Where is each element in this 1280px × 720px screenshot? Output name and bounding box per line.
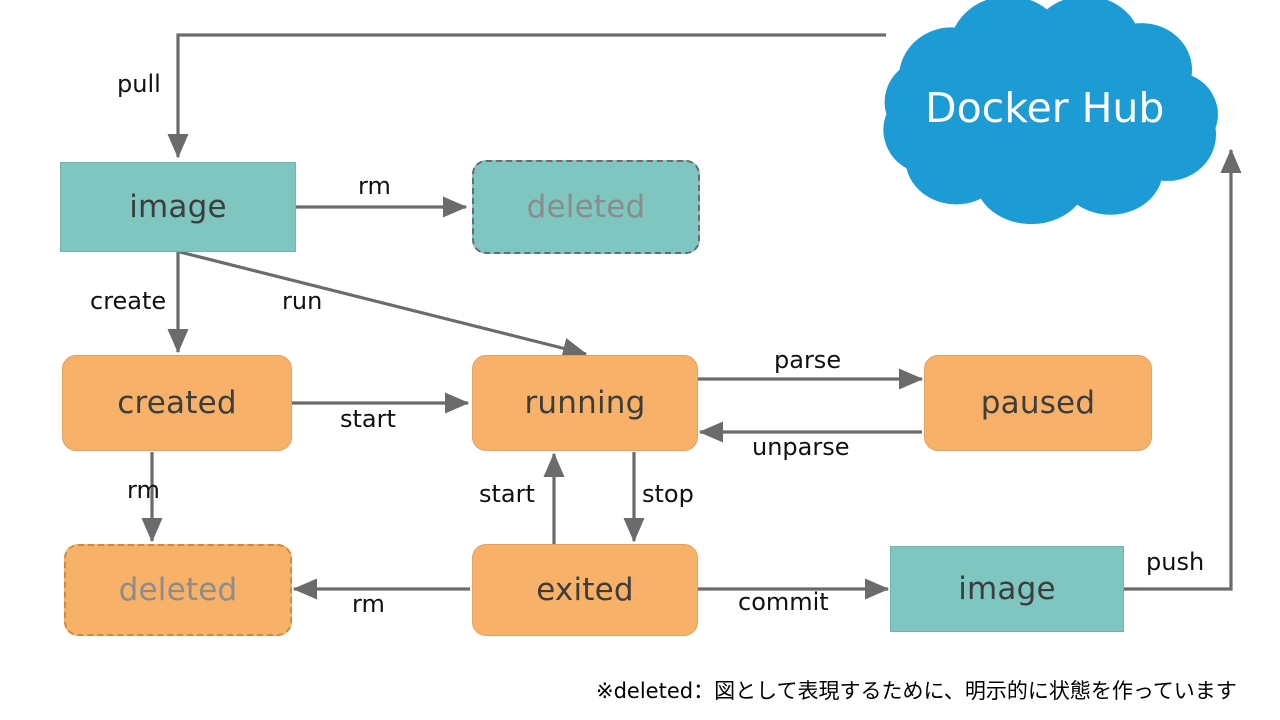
docker-hub-cloud-shape [883, 0, 1218, 225]
edge-label-push: push [1146, 548, 1205, 576]
node-paused-label: paused [980, 385, 1096, 421]
footnote-text: ※deleted：図として表現するために、明示的に状態を作っています [596, 679, 1237, 703]
node-running[interactable]: running [472, 355, 698, 451]
node-deleted-top-label: deleted [526, 189, 646, 225]
node-created[interactable]: created [62, 355, 292, 451]
edge-label-rm-image: rm [358, 172, 391, 200]
node-deleted-bottom-label: deleted [118, 572, 238, 608]
edge-label-commit: commit [738, 588, 829, 616]
node-paused[interactable]: paused [924, 355, 1152, 451]
node-image-bottom-label: image [958, 571, 1056, 607]
node-image-bottom[interactable]: image [890, 546, 1124, 632]
node-exited[interactable]: exited [472, 544, 698, 636]
node-deleted-top[interactable]: deleted [472, 160, 700, 254]
node-image-top-label: image [129, 189, 227, 225]
docker-hub-label: Docker Hub [925, 84, 1165, 132]
edge-label-run: run [282, 287, 323, 315]
edge-label-rm-exited: rm [352, 590, 385, 618]
edge-label-rm-created: rm [127, 476, 160, 504]
edge-label-parse: parse [774, 346, 842, 374]
node-image-top[interactable]: image [60, 162, 296, 252]
node-running-label: running [524, 385, 646, 421]
edge-label-pull: pull [117, 70, 161, 98]
edge-label-create: create [90, 287, 167, 315]
edge-label-stop: stop [642, 480, 694, 508]
node-deleted-bottom[interactable]: deleted [64, 544, 292, 636]
edge-pull-arrow [167, 33, 886, 159]
node-exited-label: exited [536, 572, 634, 608]
edge-push-arrow [1124, 148, 1242, 591]
edge-label-unparse: unparse [752, 433, 850, 461]
node-created-label: created [117, 385, 237, 421]
edge-label-start-1: start [340, 405, 396, 433]
edge-run-arrow [179, 250, 588, 359]
edge-label-start-2: start [479, 480, 535, 508]
